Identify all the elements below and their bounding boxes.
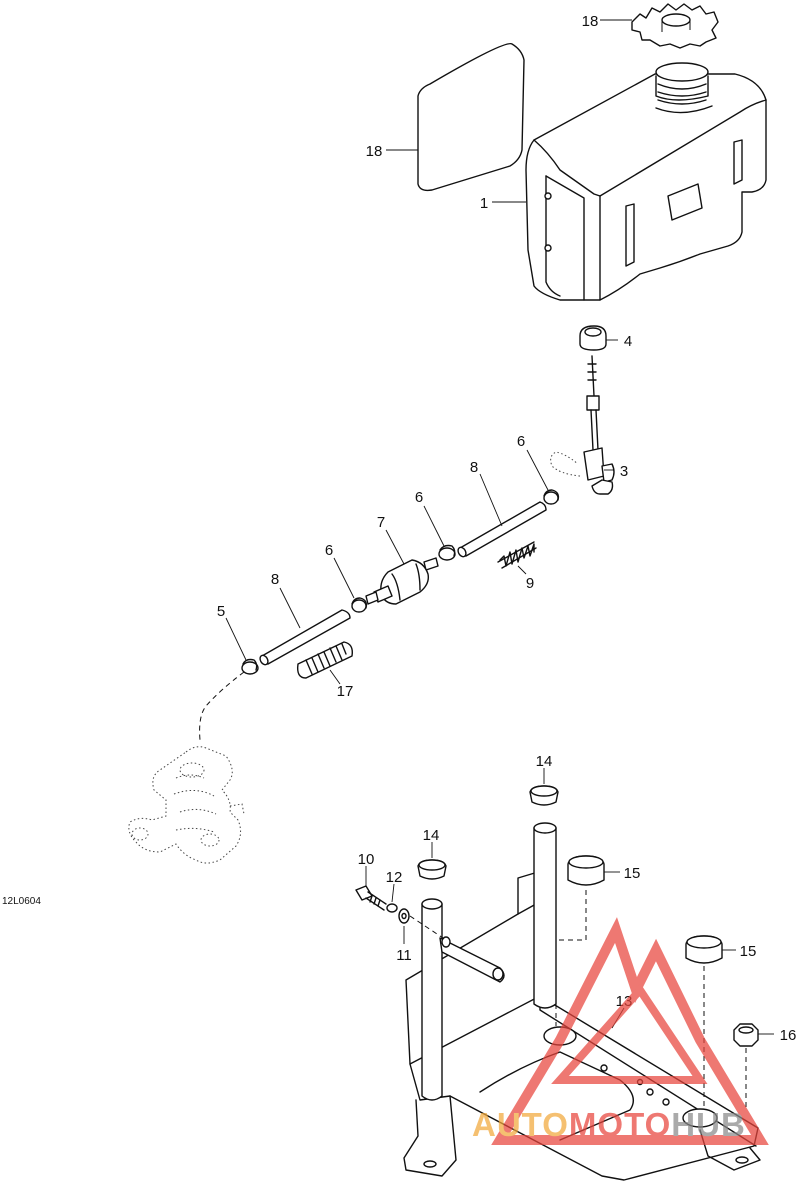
callout-14-upper: 14	[536, 753, 553, 770]
part-3-fuel-pickup	[550, 355, 615, 495]
callout-6-lower: 6	[325, 542, 333, 559]
fuel-line-route	[199, 671, 245, 741]
watermark-text-hub: HUB	[671, 1106, 746, 1143]
part-7-fuel-filter	[365, 557, 439, 605]
callout-10: 10	[358, 851, 375, 868]
part-14-grommet-lower	[417, 859, 447, 880]
part-9-spring	[497, 541, 537, 569]
part-17-sleeve	[296, 641, 354, 679]
part-8-hose-upper	[457, 501, 547, 558]
callout-11: 11	[396, 947, 412, 964]
callout-4: 4	[624, 333, 632, 350]
part-15-bushing-upper	[567, 855, 605, 886]
part-1-fuel-tank	[525, 62, 767, 301]
part-6-clamp-mid	[438, 544, 456, 561]
callout-15-upper: 15	[624, 865, 641, 882]
callout-8-upper: 8	[470, 459, 478, 476]
part-5-clamp	[241, 658, 259, 675]
carburetor-reference	[128, 746, 245, 864]
watermark-text-moto: MOTO	[569, 1106, 671, 1143]
part-11-washer	[398, 908, 410, 924]
watermark-triangle	[491, 917, 769, 1145]
callout-8-lower: 8	[271, 571, 279, 588]
leader-lines	[225, 19, 774, 1035]
callout-6-mid: 6	[415, 489, 423, 506]
part-12-washer	[386, 903, 398, 913]
part-8-hose-lower	[259, 609, 351, 666]
part-2-tank-cap	[631, 3, 719, 49]
callout-12: 12	[386, 869, 403, 886]
part-16-nut	[733, 1023, 759, 1047]
part-13-support-frame	[403, 822, 761, 1181]
callout-17: 17	[337, 683, 354, 700]
part-14-grommet-upper	[529, 785, 559, 806]
callout-2: 18	[582, 13, 599, 30]
callout-5: 5	[217, 603, 225, 620]
callout-3: 3	[620, 463, 628, 480]
callout-7: 7	[377, 514, 385, 531]
callout-15-lower: 15	[740, 943, 757, 960]
part-6-clamp-lower	[351, 597, 368, 613]
assembly-line-10	[409, 915, 447, 941]
assembly-line-15-upper	[555, 890, 587, 1026]
watermark-text-auto: AUTO	[472, 1106, 569, 1143]
drawing-code: 12L0604	[2, 896, 41, 907]
callout-6-top: 6	[517, 433, 525, 450]
callout-1: 1	[480, 195, 488, 212]
watermark-logo: AUTOMOTOHUB	[472, 917, 769, 1145]
callout-18: 18	[366, 143, 383, 160]
part-15-bushing-lower	[685, 935, 723, 964]
callout-labels: 18 18 1 4 3 6 8 6 7 9 6 8 5 17 14 14 10 …	[217, 13, 797, 1044]
callout-16: 16	[780, 1027, 797, 1044]
part-10-bolt	[355, 885, 387, 911]
callout-14-lower: 14	[423, 827, 440, 844]
part-18-label-plate	[417, 42, 525, 192]
callout-9: 9	[526, 575, 534, 592]
part-4-grommet	[579, 325, 607, 351]
part-6-clamp-top	[543, 489, 560, 505]
watermark-text: AUTOMOTOHUB	[472, 1106, 746, 1143]
